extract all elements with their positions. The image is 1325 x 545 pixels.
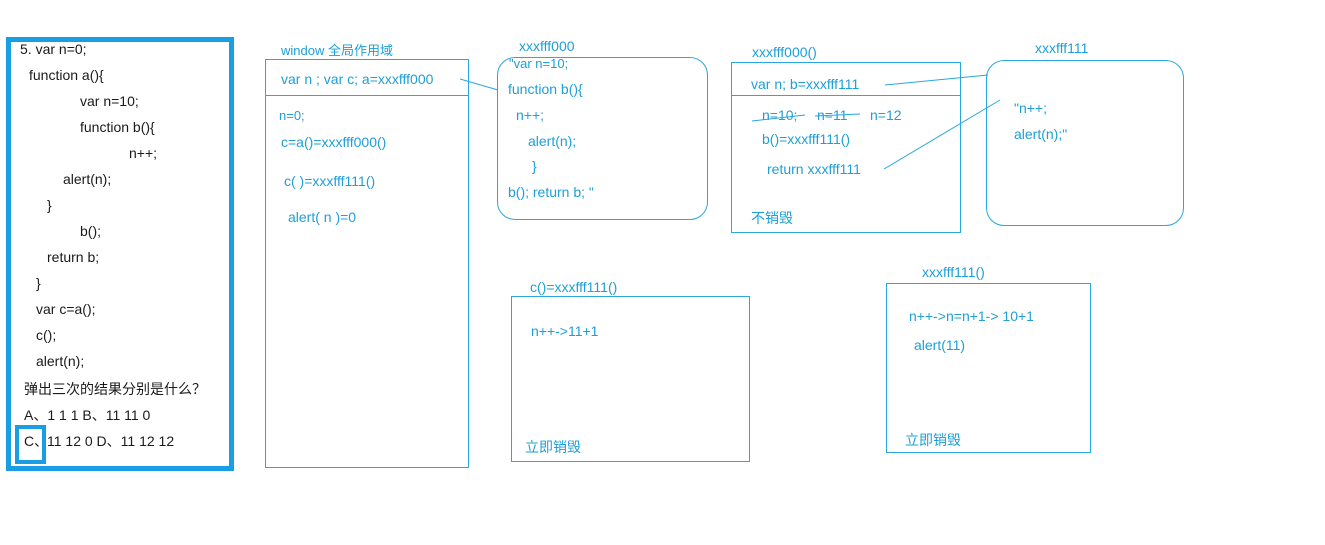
window-scope-line: c=a()=xxxfff000() (281, 134, 387, 150)
window-scope-line: n=0; (279, 108, 305, 123)
options-ab: A、1 1 1 B、11 11 0 (24, 407, 151, 423)
heap-b-line: alert(n);" (1014, 126, 1068, 142)
heap-a-line: } (532, 158, 537, 174)
scope-a-n-current: n=12 (870, 107, 902, 123)
code-line: c(); (36, 327, 57, 343)
strike-n-old-1 (751, 114, 806, 122)
answer-highlight (15, 425, 46, 464)
options-cd: 11 12 0 D、11 12 12 (47, 433, 175, 449)
scope-b-footer: 立即销毁 (905, 432, 961, 448)
heap-a-line: n++; (516, 107, 545, 123)
heap-a-line: alert(n); (528, 133, 577, 149)
window-scope-line: alert( n )=0 (288, 209, 357, 225)
code-line: n++; (129, 145, 158, 161)
question-prompt: 弹出三次的结果分别是什么？ (24, 381, 206, 397)
heap-b-line: "n++; (1014, 100, 1047, 116)
code-line: } (36, 275, 41, 291)
code-line: alert(n); (63, 171, 112, 187)
heap-b-title: xxxfff111 (1035, 40, 1089, 56)
code-line: alert(n); (36, 353, 85, 369)
scope-a-box (731, 62, 961, 233)
code-line: } (47, 197, 52, 213)
scope-c-footer: 立即销毁 (525, 439, 581, 455)
heap-a-line: b(); return b; " (508, 184, 594, 200)
scope-a-return: return xxxfff111 (767, 161, 861, 177)
scope-c-line: n++->11+1 (531, 323, 599, 339)
code-line: function a(){ (29, 67, 104, 83)
code-line: b(); (80, 223, 101, 239)
code-line: var c=a(); (36, 301, 96, 317)
heap-a-box (497, 57, 708, 220)
scope-a-title: xxxfff000() (752, 44, 817, 60)
connector-return-to-heap (883, 99, 1001, 170)
code-line: 5. var n=0; (20, 41, 87, 57)
heap-a-line: function b(){ (508, 81, 583, 97)
scope-b-title: xxxfff111() (922, 264, 985, 280)
heap-a-line: "var n=10; (509, 56, 569, 71)
window-scope-title: window 全局作用域 (281, 43, 393, 58)
heap-a-title: xxxfff000 (519, 38, 575, 54)
window-scope-box (265, 59, 469, 468)
scope-b-box (886, 283, 1091, 453)
window-scope-header: var n ; var c; a=xxxfff000 (281, 71, 434, 87)
connector-b-to-heap (884, 74, 989, 86)
scope-a-footer: 不销毁 (751, 210, 793, 226)
code-line: var n=10; (80, 93, 139, 109)
scope-a-header: var n; b=xxxfff111 (751, 76, 860, 92)
connector-a-to-heap (459, 78, 499, 91)
scope-a-divider (731, 95, 961, 96)
scope-c-title: c()=xxxfff111() (530, 279, 618, 295)
code-line: function b(){ (80, 119, 155, 135)
scope-c-box (511, 296, 750, 462)
scope-b-line: n++->n=n+1-> 10+1 (909, 308, 1034, 324)
scope-b-line: alert(11) (914, 337, 966, 353)
window-scope-line: c( )=xxxfff111() (284, 173, 376, 189)
window-scope-divider (265, 95, 469, 96)
heap-b-box (986, 60, 1184, 226)
question-panel (6, 37, 234, 471)
scope-a-call-b: b()=xxxfff111() (762, 131, 851, 147)
strike-n-old-2 (814, 113, 861, 117)
code-line: return b; (47, 249, 100, 265)
